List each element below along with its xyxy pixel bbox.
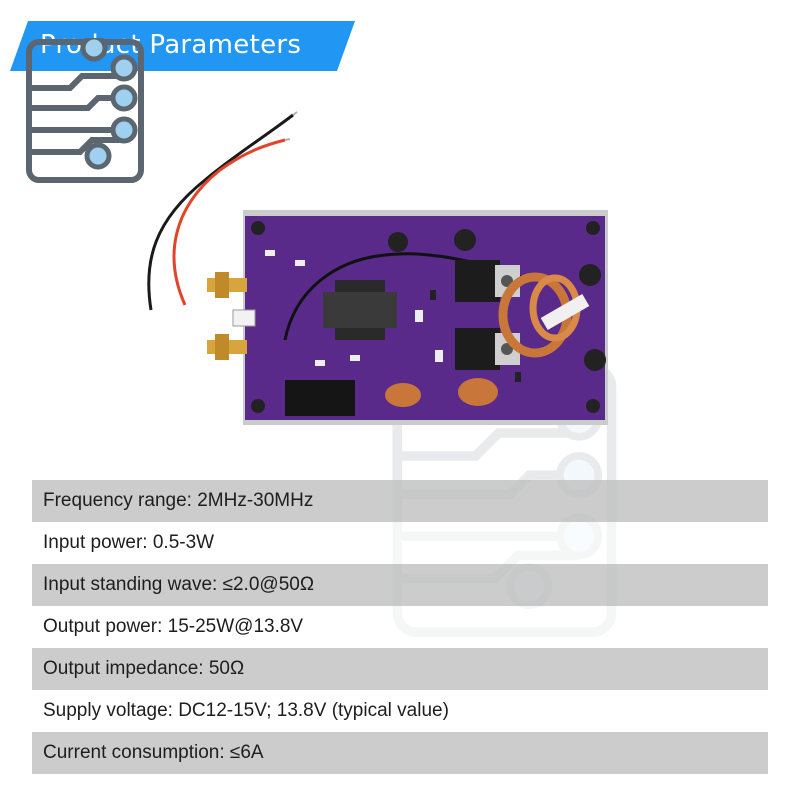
parameter-row-output-power: Output power: 15-25W@13.8V xyxy=(32,606,768,648)
parameter-row-supply-voltage: Supply voltage: DC12-15V; 13.8V (typical… xyxy=(32,690,768,732)
parameter-row-frequency-range: Frequency range: 2MHz-30MHz xyxy=(32,480,768,522)
parameter-row-input-standing-wave: Input standing wave: ≤2.0@50Ω xyxy=(32,564,768,606)
circuit-board-icon xyxy=(26,38,144,183)
rf-power-amplifier-board xyxy=(147,111,608,425)
parameter-row-output-impedance: Output impedance: 50Ω xyxy=(32,648,768,690)
parameter-table: Frequency range: 2MHz-30MHz Input power:… xyxy=(32,480,768,774)
parameter-row-input-power: Input power: 0.5-3W xyxy=(32,522,768,564)
parameter-row-current-consumption: Current consumption: ≤6A xyxy=(32,732,768,774)
